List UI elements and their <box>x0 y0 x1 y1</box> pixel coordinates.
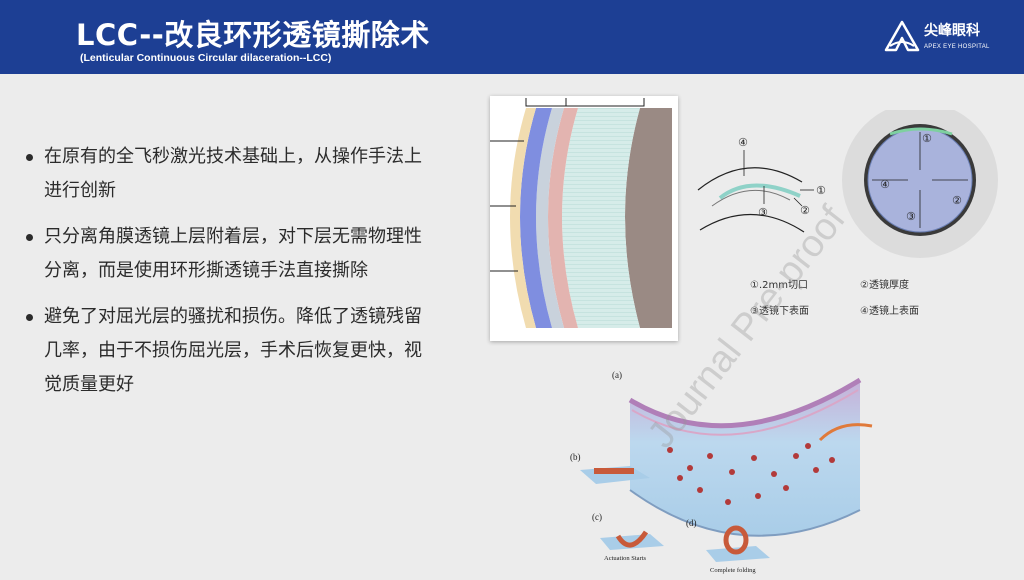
page-title: LCC--改良环形透镜撕除术 <box>76 18 430 52</box>
label-n1: ① <box>816 184 826 197</box>
logo-name: 尖峰眼科 <box>924 23 980 39</box>
incision-schematic-illustration: ④ ③ ① ② ④ ② ① ③ ①.2mm切口 ②透镜厚度 ③透镜下表面 ④透镜… <box>697 102 998 317</box>
header-bar: LCC--改良环形透镜撕除术 (Lenticular Continuous Ci… <box>0 0 1024 74</box>
svg-text:④: ④ <box>880 178 890 191</box>
panel-c-caption: Actuation Starts <box>604 555 647 562</box>
legend-l2: ②透镜厚度 <box>860 278 909 291</box>
page-subtitle: (Lenticular Continuous Circular dilacera… <box>80 52 332 64</box>
panel-b-label: (b) <box>570 452 581 462</box>
label-n3: ③ <box>758 206 768 219</box>
svg-text:①: ① <box>922 132 932 145</box>
bullet-dot-icon <box>26 154 33 161</box>
panel-a-label: (a) <box>612 370 622 380</box>
legend-l1: ①.2mm切口 <box>750 279 808 291</box>
label-n2: ② <box>800 204 810 217</box>
bullet-text: 只分离角膜透镜上层附着层，对下层无需物理性分离，而是使用环形撕透镜手法直接撕除 <box>44 226 422 281</box>
lenticule-schematic: ④ ③ ① ② ④ ② ① ③ ①.2mm切口 ②透镜厚度 ③透镜下表面 ④透镜… <box>690 102 1020 330</box>
svg-text:③: ③ <box>906 210 916 223</box>
apex-logo-icon <box>884 20 920 52</box>
bullet-text: 避免了对屈光层的骚扰和损伤。降低了透镜残留几率，由于不损伤屈光层，手术后恢复更快… <box>44 306 422 395</box>
label-n4: ④ <box>738 136 748 149</box>
bullet-item: 避免了对屈光层的骚扰和损伤。降低了透镜残留几率，由于不损伤屈光层，手术后恢复更快… <box>26 300 426 402</box>
bullet-dot-icon <box>26 234 33 241</box>
legend-l4: ④透镜上表面 <box>860 304 919 317</box>
hospital-logo: 尖峰眼科 APEX EYE HOSPITAL <box>884 18 1004 58</box>
actuation-illustration: (a) (b) (c) Actuation Starts (d) Complet… <box>570 370 873 574</box>
bullet-item: 只分离角膜透镜上层附着层，对下层无需物理性分离，而是使用环形撕透镜手法直接撕除 <box>26 220 426 288</box>
bullet-text: 在原有的全飞秒激光技术基础上，从操作手法上进行创新 <box>44 146 422 201</box>
bullet-list: 在原有的全飞秒激光技术基础上，从操作手法上进行创新 只分离角膜透镜上层附着层，对… <box>26 140 426 414</box>
logo-subtitle: APEX EYE HOSPITAL <box>924 44 990 50</box>
svg-text:②: ② <box>952 194 962 207</box>
panel-c-label: (c) <box>592 512 602 522</box>
legend-l3: ③透镜下表面 <box>750 304 809 317</box>
cornea-layers-figure <box>490 96 678 341</box>
cornea-layers-illustration <box>490 96 678 341</box>
panel-d-label: (d) <box>686 518 697 528</box>
lenticule-actuation-figure: (a) (b) (c) Actuation Starts (d) Complet… <box>560 360 900 576</box>
panel-d-caption: Complete folding <box>710 567 756 574</box>
bullet-item: 在原有的全飞秒激光技术基础上，从操作手法上进行创新 <box>26 140 426 208</box>
bullet-dot-icon <box>26 314 33 321</box>
